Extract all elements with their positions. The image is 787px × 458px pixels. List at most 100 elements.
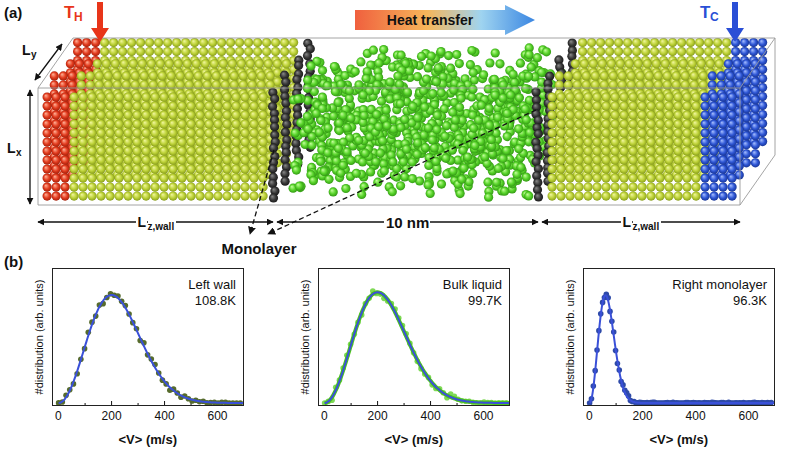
atom: [609, 71, 618, 80]
atom: [564, 71, 573, 80]
atom: [208, 47, 217, 56]
atom: [555, 71, 564, 80]
atom: [289, 47, 298, 56]
atom: [66, 59, 75, 68]
atom: [587, 38, 596, 47]
atom: [86, 71, 95, 80]
atom: [697, 59, 706, 68]
atom: [446, 64, 455, 73]
atom: [582, 71, 591, 80]
atom: [111, 59, 120, 68]
atom: [95, 71, 104, 80]
atom: [192, 59, 201, 68]
atom: [73, 47, 82, 56]
atom: [751, 59, 760, 68]
atom: [289, 38, 298, 47]
atom: [296, 118, 305, 127]
atom: [641, 38, 650, 47]
atom: [508, 70, 517, 79]
atom: [330, 62, 339, 71]
atom: [659, 38, 668, 47]
atom: [190, 38, 199, 47]
atom: [201, 59, 210, 68]
atom-model: [43, 38, 768, 203]
atom: [686, 47, 695, 56]
atom: [627, 71, 636, 80]
atom: [758, 38, 767, 47]
atom: [237, 59, 246, 68]
atom: [380, 166, 389, 175]
atom: [246, 59, 255, 68]
atom: [527, 63, 536, 72]
atom: [208, 38, 217, 47]
atom: [452, 50, 461, 59]
atom: [109, 38, 118, 47]
atom: [713, 38, 722, 47]
atom: [751, 131, 760, 140]
atom: [131, 71, 140, 80]
atom: [533, 53, 542, 62]
atom: [751, 86, 760, 95]
atom: [262, 38, 271, 47]
atom: [616, 59, 625, 68]
atom: [652, 59, 661, 68]
atom: [147, 59, 156, 68]
atom: [73, 38, 82, 47]
atom: [172, 47, 181, 56]
atom: [485, 58, 494, 67]
atom: [183, 59, 192, 68]
atom: [271, 47, 280, 56]
atom: [695, 38, 704, 47]
atom: [490, 75, 499, 84]
atom: [113, 71, 122, 80]
atom: [91, 47, 100, 56]
atom: [625, 59, 634, 68]
atom: [226, 38, 235, 47]
atom: [397, 51, 406, 60]
atom: [596, 38, 605, 47]
atom: [733, 59, 742, 68]
atom: [650, 47, 659, 56]
atom: [424, 63, 433, 72]
atom: [573, 71, 582, 80]
atom: [495, 59, 504, 68]
atom: [422, 74, 431, 83]
atom: [306, 61, 315, 70]
atom: [75, 59, 84, 68]
atom: [271, 38, 280, 47]
atom: [724, 59, 733, 68]
atom: [156, 59, 165, 68]
atom: [580, 59, 589, 68]
atom: [228, 59, 237, 68]
atom: [661, 59, 670, 68]
atom: [172, 38, 181, 47]
atom: [491, 48, 500, 57]
atom: [84, 59, 93, 68]
atom: [351, 67, 360, 76]
atom: [262, 47, 271, 56]
atom: [129, 59, 138, 68]
atom: [82, 38, 91, 47]
atom: [677, 47, 686, 56]
atom: [542, 47, 551, 56]
atom: [154, 47, 163, 56]
atom: [605, 38, 614, 47]
atom: [303, 51, 312, 60]
atom: [253, 47, 262, 56]
atom: [598, 59, 607, 68]
atom: [479, 70, 488, 79]
atom: [434, 63, 443, 72]
atom: [145, 38, 154, 47]
atom: [467, 46, 476, 55]
atom: [82, 47, 91, 56]
atom: [255, 59, 264, 68]
atom: [614, 47, 623, 56]
atom: [280, 38, 289, 47]
atom: [636, 71, 645, 80]
atom: [587, 47, 596, 56]
atom: [163, 47, 172, 56]
atom: [751, 95, 760, 104]
atom: [379, 45, 388, 54]
atom: [244, 47, 253, 56]
atom: [138, 59, 147, 68]
